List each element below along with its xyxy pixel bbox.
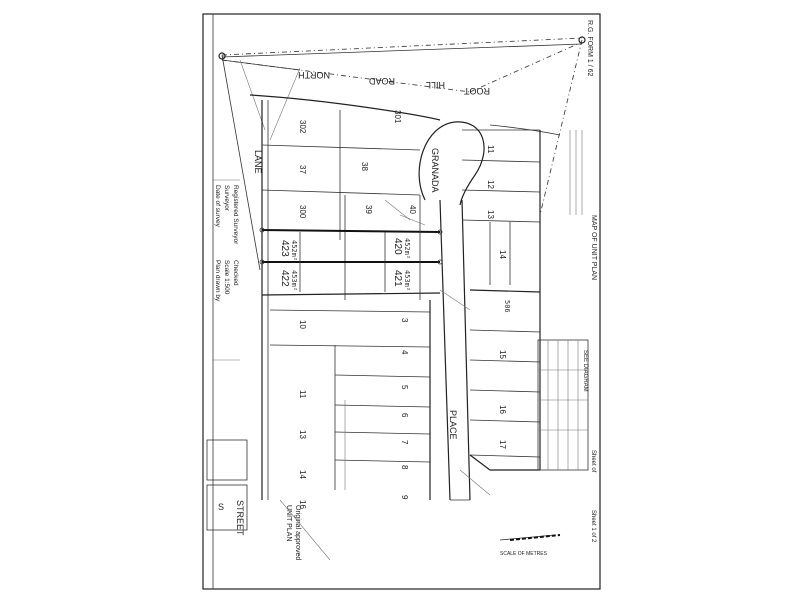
svg-text:4: 4 [400,350,409,355]
traverse-lines [221,37,583,271]
bottom-notes: UNIT PLAN Original approved [279,499,331,560]
svg-text:40: 40 [408,205,417,214]
svg-text:422: 422 [279,270,290,287]
scale-bar: SCALE OF METRES [500,534,561,557]
svg-text:11: 11 [486,145,495,154]
svg-text:17: 17 [498,440,507,449]
svg-text:420: 420 [392,238,403,255]
svg-text:453m²: 453m² [403,270,411,291]
svg-text:13: 13 [486,210,495,219]
svg-text:Surveyor: Surveyor [223,185,230,212]
svg-text:453m²: 453m² [290,270,298,291]
svg-text:301: 301 [393,110,402,124]
svg-text:39: 39 [364,205,373,214]
lot-lines [261,100,541,501]
schedule-table: SEE DIAGRAM [537,339,589,471]
see-diagram-note: SEE DIAGRAM [582,350,588,392]
svg-text:452m²: 452m² [290,240,298,261]
street-north: NORTH [298,70,330,80]
street-hill: HILL [426,80,445,90]
survey-marks [218,36,586,265]
svg-text:Original approved: Original approved [294,505,301,560]
svg-text:506: 506 [503,300,511,313]
sheet-of: Sheet of [590,450,596,473]
svg-text:3: 3 [400,318,409,323]
svg-text:11: 11 [298,390,307,399]
svg-text:Plan drawn by: Plan drawn by [214,260,221,302]
svg-text:UNIT PLAN: UNIT PLAN [285,505,292,541]
svg-text:7: 7 [400,440,409,445]
sheet-border [202,13,601,590]
svg-text:Registered Surveyor: Registered Surveyor [232,185,239,245]
svg-text:9: 9 [400,495,409,500]
svg-text:300: 300 [298,205,307,219]
form-id: R.G. FORM 1 / 62 [586,20,593,77]
svg-text:Date of survey: Date of survey [214,185,221,228]
svg-text:10: 10 [298,320,307,329]
street-granada: GRANADA [430,148,440,193]
svg-text:14: 14 [498,250,507,259]
svg-text:452m²: 452m² [403,238,411,259]
svg-text:13: 13 [298,430,307,439]
street-root: ROOT [463,86,490,96]
cul-de-sac-bulb [418,121,485,206]
centre-lot-numbers: 3 4 5 6 7 8 9 10 11 13 14 16 [298,318,409,509]
svg-text:12: 12 [486,180,495,189]
street-lane: LANE [253,150,263,174]
sheet-number: Sheet 1 of 2 [590,510,596,543]
area-labels: 452m² 453m² 453m² 452m² 506 [290,238,511,313]
svg-text:15: 15 [498,350,507,359]
svg-text:423: 423 [279,240,290,257]
street-lower: STREET [235,500,245,536]
svg-text:16: 16 [298,500,307,509]
svg-text:6: 6 [400,413,409,418]
svg-text:8: 8 [400,465,409,470]
svg-text:16: 16 [498,405,507,414]
right-notes: MAP OF UNIT PLAN [569,130,597,280]
upper-lot-numbers: 302 37 38 301 300 39 40 423 422 421 420 [279,110,417,287]
svg-text:5: 5 [400,385,409,390]
svg-text:Checked: Checked [232,260,239,286]
north-road-boundary [249,94,441,121]
street-labels: NORTH ROAD HILL ROOT GRANADA PLACE LANE … [235,70,490,536]
signature-mark: S [218,502,224,512]
street-road: ROAD [368,76,395,86]
title-block-label: MAP OF UNIT PLAN [590,215,597,280]
svg-text:37: 37 [298,165,307,174]
svg-text:38: 38 [360,162,369,171]
svg-text:421: 421 [392,270,403,287]
street-place: PLACE [448,410,458,440]
svg-text:14: 14 [298,470,307,479]
left-notes: Date of survey Surveyor Registered Surve… [212,179,240,361]
scale-note: SCALE OF METRES [500,551,548,557]
svg-text:302: 302 [298,120,307,134]
right-lot-numbers: 11 12 13 14 15 16 17 [486,145,507,449]
left-boxes: S [206,439,248,531]
svg-text:Scale 1:500: Scale 1:500 [223,260,230,295]
